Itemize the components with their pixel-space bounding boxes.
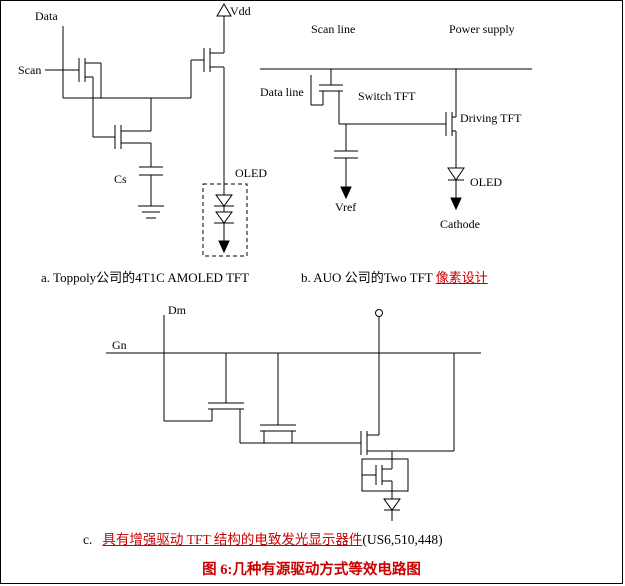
vdd-label: Vdd	[230, 4, 251, 18]
circuit-b-wiring	[260, 68, 532, 211]
boxed-tft-symbol	[362, 459, 393, 491]
tft-symbol	[208, 353, 244, 443]
capacitor-cs-symbol	[139, 166, 163, 206]
circuit-b-schematic: Scan line Power supply Data line Switch …	[260, 22, 532, 231]
switch-tft-label: Switch TFT	[358, 89, 416, 103]
power-supply-label: Power supply	[449, 22, 515, 36]
vref-arrow-icon	[340, 186, 352, 200]
scan-label: Scan	[18, 63, 41, 77]
circuit-b-caption: b. AUO 公司的Two TFT 像素设计	[301, 267, 488, 286]
circuit-c-caption-patent: (US6,510,448)	[362, 532, 443, 547]
driving-tft-label: Driving TFT	[460, 111, 522, 125]
cs-label: Cs	[114, 172, 127, 186]
oled-diode-symbol	[447, 167, 465, 211]
circuit-a-caption: a. Toppoly公司的4T1C AMOLED TFT	[41, 270, 250, 285]
tft-symbol	[114, 98, 152, 167]
diode-symbol	[383, 491, 401, 521]
oled-label: OLED	[470, 175, 502, 189]
figure-caption: 图 6:几种有源驱动方式等效电路图	[202, 562, 421, 578]
driving-tft-symbol	[445, 112, 457, 168]
storage-capacitor-symbol	[334, 124, 358, 200]
gn-label: Gn	[112, 338, 127, 352]
oled-label: OLED	[235, 166, 267, 180]
circuit-c-wiring	[106, 309, 481, 521]
data-line-label: Data line	[260, 85, 304, 99]
switch-tft-symbol	[78, 58, 115, 138]
cathode-arrow-icon	[218, 240, 230, 254]
circuit-a-schematic: Data Vdd Scan Cs OLED	[18, 3, 267, 257]
scan-line-label: Scan line	[311, 22, 355, 36]
circuit-c-caption: c. 具有增强驱动 TFT 结构的电致发光显示器件(US6,510,448)	[83, 528, 443, 548]
ground-symbol	[138, 205, 164, 219]
circuit-c-schematic: Dm Gn	[106, 303, 481, 521]
vref-label: Vref	[335, 200, 356, 214]
pixel-design-link[interactable]: 像素设计	[435, 270, 488, 285]
drive-tft-symbol	[190, 48, 211, 98]
terminal-node-icon	[375, 309, 383, 317]
enhanced-drive-tft-link[interactable]: 具有增强驱动 TFT 结构的电致发光显示器件	[102, 532, 363, 547]
cathode-arrow-icon	[450, 197, 462, 211]
oled-dashed-box	[202, 183, 248, 257]
dm-label: Dm	[168, 303, 187, 317]
vdd-symbol	[216, 3, 232, 17]
circuit-c-caption-prefix: c.	[83, 532, 93, 547]
switch-tft-symbol	[319, 69, 446, 125]
tft-symbol	[360, 353, 455, 455]
circuit-a-wiring	[45, 3, 248, 257]
oled-diode-symbol	[214, 184, 234, 254]
circuit-b-caption-text: b. AUO 公司的Two TFT	[301, 270, 436, 285]
data-label: Data	[35, 9, 58, 23]
tft-symbol	[260, 353, 296, 443]
cathode-label: Cathode	[440, 217, 480, 231]
